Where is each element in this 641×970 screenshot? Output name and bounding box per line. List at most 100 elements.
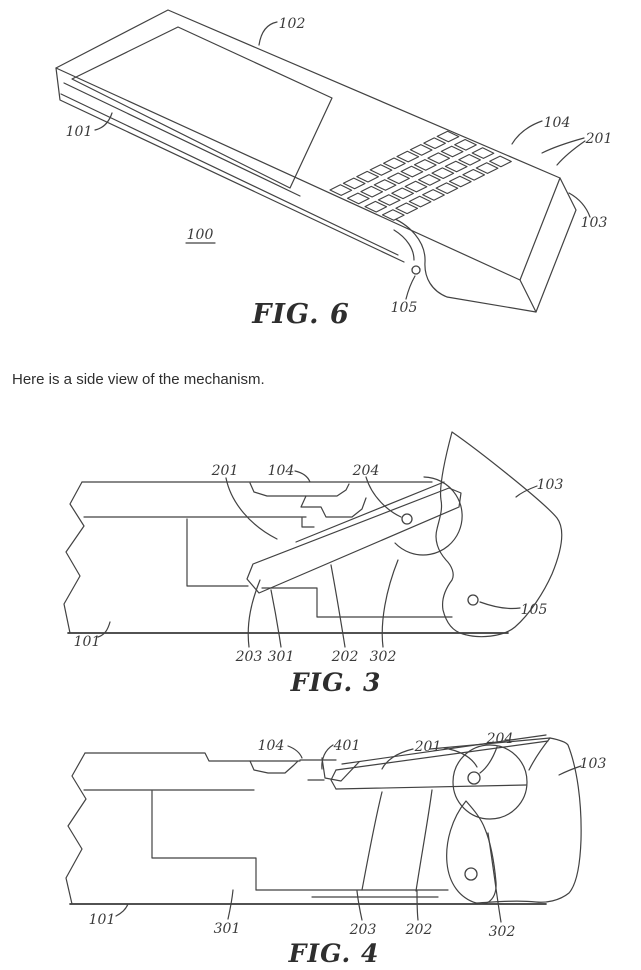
pivot-204-hole — [467, 771, 481, 785]
ref-label-105: 105 — [391, 300, 418, 316]
end-piece-103 — [475, 737, 582, 904]
ref-label-302: 302 — [370, 649, 397, 665]
leader-104 — [511, 120, 543, 145]
slider-nose-inner — [393, 229, 415, 261]
leader-105 — [405, 275, 416, 300]
figure-4-drawing: 104 401 201 204 103 101 301 203 202 302 … — [65, 731, 607, 968]
leader-301 — [227, 889, 234, 920]
jagged-left-edge — [63, 481, 85, 634]
lever-202 — [246, 487, 462, 594]
mechanism-side-view-fig4 — [65, 734, 582, 923]
slider-nose — [387, 215, 448, 298]
ref-label-203: 203 — [235, 649, 263, 665]
figure-6-drawing: 102 101 104 201 103 100 105 FIG. 6 — [55, 9, 613, 330]
ref-label-101: 101 — [74, 634, 101, 650]
lower-pivot-hole — [464, 867, 478, 881]
end-cap-face — [519, 177, 577, 313]
ref-label-203: 203 — [349, 922, 377, 938]
ref-label-105: 105 — [521, 602, 548, 618]
leader-301 — [270, 589, 282, 648]
front-face-inner-line — [60, 93, 399, 256]
ref-label-201: 201 — [585, 131, 613, 147]
pivot-204-hole — [401, 513, 413, 525]
ref-label-301: 301 — [214, 921, 241, 937]
deck-step — [249, 760, 299, 774]
fig3-caption: FIG. 3 — [290, 668, 382, 697]
ref-label-101: 101 — [66, 124, 93, 140]
ref-label-104: 104 — [544, 115, 571, 131]
keyboard-keys — [329, 130, 512, 221]
ref-label-301: 301 — [268, 649, 295, 665]
leader-101 — [94, 112, 113, 131]
ref-label-202: 202 — [331, 649, 359, 665]
fig6-caption: FIG. 6 — [251, 299, 349, 330]
leader-103 — [558, 765, 582, 776]
device-perspective-view — [55, 9, 591, 313]
ref-label-201: 201 — [414, 739, 442, 755]
bezel-front-line — [63, 82, 301, 197]
ref-label-204: 204 — [352, 463, 380, 479]
leader-203 — [356, 890, 363, 921]
leader-103 — [515, 485, 538, 498]
phone-screen — [71, 26, 333, 189]
front-face-edge — [55, 67, 405, 263]
housing-step — [186, 518, 249, 587]
leader-202 — [416, 890, 419, 921]
fig4-caption: FIG. 4 — [288, 939, 380, 968]
ref-label-204: 204 — [486, 731, 514, 747]
phone-top-face — [55, 9, 561, 281]
end-piece-left-edge — [528, 737, 551, 771]
lever-top-flange — [341, 734, 547, 765]
deck-tab — [301, 517, 315, 528]
ref-label-104: 104 — [258, 738, 285, 754]
leader-101 — [97, 621, 111, 638]
leader-201-a — [381, 748, 414, 770]
ref-label-202: 202 — [405, 922, 433, 938]
end-piece-103 — [435, 431, 563, 638]
leader-101 — [115, 903, 129, 917]
end-piece-top-edge — [429, 737, 551, 750]
leader-204 — [365, 476, 402, 518]
jagged-left-edge — [65, 752, 87, 905]
leader-104 — [294, 470, 311, 483]
ref-label-302: 302 — [489, 924, 516, 940]
cam-circle — [452, 744, 528, 820]
lever-top-flange — [295, 481, 445, 543]
lever-top-edge — [335, 740, 549, 771]
ref-label-100: 100 — [187, 227, 214, 243]
ref-label-103: 103 — [580, 756, 607, 772]
deck-step-2 — [300, 495, 367, 518]
mechanism-side-view-fig3 — [63, 431, 563, 648]
housing-step — [151, 790, 257, 891]
leader-104 — [287, 745, 303, 759]
leader-202 — [330, 564, 346, 648]
leader-201-b — [443, 747, 478, 768]
wedge-401 — [321, 757, 360, 782]
leader-103 — [568, 192, 591, 218]
cam-circle-arc — [394, 476, 463, 556]
cam-follower-lobe — [446, 800, 497, 905]
leader-201-b — [556, 140, 586, 166]
leader-401 — [321, 744, 334, 770]
leader-203 — [247, 579, 261, 648]
ref-label-103: 103 — [537, 477, 564, 493]
ref-label-104: 104 — [268, 463, 295, 479]
ref-label-401: 401 — [333, 738, 361, 754]
leader-302 — [381, 559, 399, 648]
figure-3-drawing: 201 104 204 103 105 101 203 301 202 302 … — [63, 431, 564, 697]
leader-105 — [479, 601, 521, 610]
ref-label-103: 103 — [581, 215, 608, 231]
support-curve-2 — [415, 789, 433, 892]
leader-201-a — [541, 137, 585, 154]
leader-204 — [479, 746, 498, 774]
housing-top-edge — [84, 752, 301, 762]
body-text: Here is a side view of the mechanism. — [12, 371, 265, 388]
ref-label-201: 201 — [211, 463, 239, 479]
slider-bottom-edge — [446, 296, 537, 313]
leader-201 — [225, 477, 278, 540]
lever-tip — [330, 769, 337, 790]
ref-label-102: 102 — [279, 16, 306, 32]
pin-105-hole — [467, 594, 479, 606]
pin-105-hole — [411, 265, 421, 275]
